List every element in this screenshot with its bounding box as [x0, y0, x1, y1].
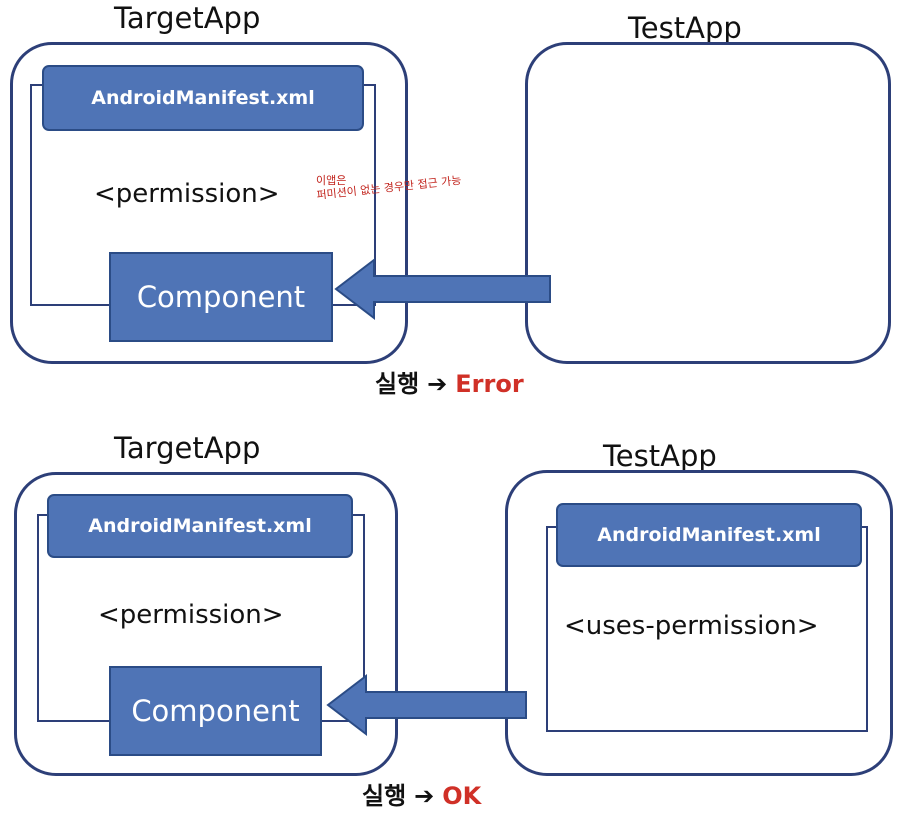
bottom-component-block: Component	[109, 666, 322, 756]
bottom-test-app-title: TestApp	[603, 439, 717, 473]
top-status-result: Error	[455, 370, 524, 398]
top-note-line-1: 이앱은	[316, 174, 347, 187]
top-test-app-title: TestApp	[628, 11, 742, 45]
top-status-run: 실행	[375, 370, 420, 398]
top-status-arrow-icon: ➔	[427, 370, 448, 398]
bottom-status-result: OK	[442, 782, 482, 810]
bottom-status-line: 실행➔OK	[362, 784, 481, 808]
top-status-line: 실행➔Error	[375, 372, 524, 396]
top-component-block: Component	[109, 252, 333, 342]
top-test-app-box	[525, 42, 891, 364]
bottom-target-app-title: TargetApp	[114, 431, 261, 465]
bottom-permission-tag: <permission>	[98, 600, 284, 630]
bottom-call-arrow	[326, 673, 527, 737]
top-target-manifest-tab: AndroidManifest.xml	[42, 65, 364, 131]
top-call-arrow	[334, 257, 551, 321]
bottom-target-manifest-tab: AndroidManifest.xml	[47, 494, 353, 558]
top-target-app-title: TargetApp	[114, 1, 261, 35]
bottom-status-run: 실행	[362, 782, 407, 810]
top-handwritten-note: 이앱은 퍼미션이 없는 경우만 접근 가능	[316, 173, 462, 201]
bottom-test-manifest-tab: AndroidManifest.xml	[556, 503, 862, 567]
bottom-status-arrow-icon: ➔	[414, 782, 435, 810]
top-permission-tag: <permission>	[94, 179, 280, 209]
bottom-uses-permission-tag: <uses-permission>	[564, 611, 819, 641]
